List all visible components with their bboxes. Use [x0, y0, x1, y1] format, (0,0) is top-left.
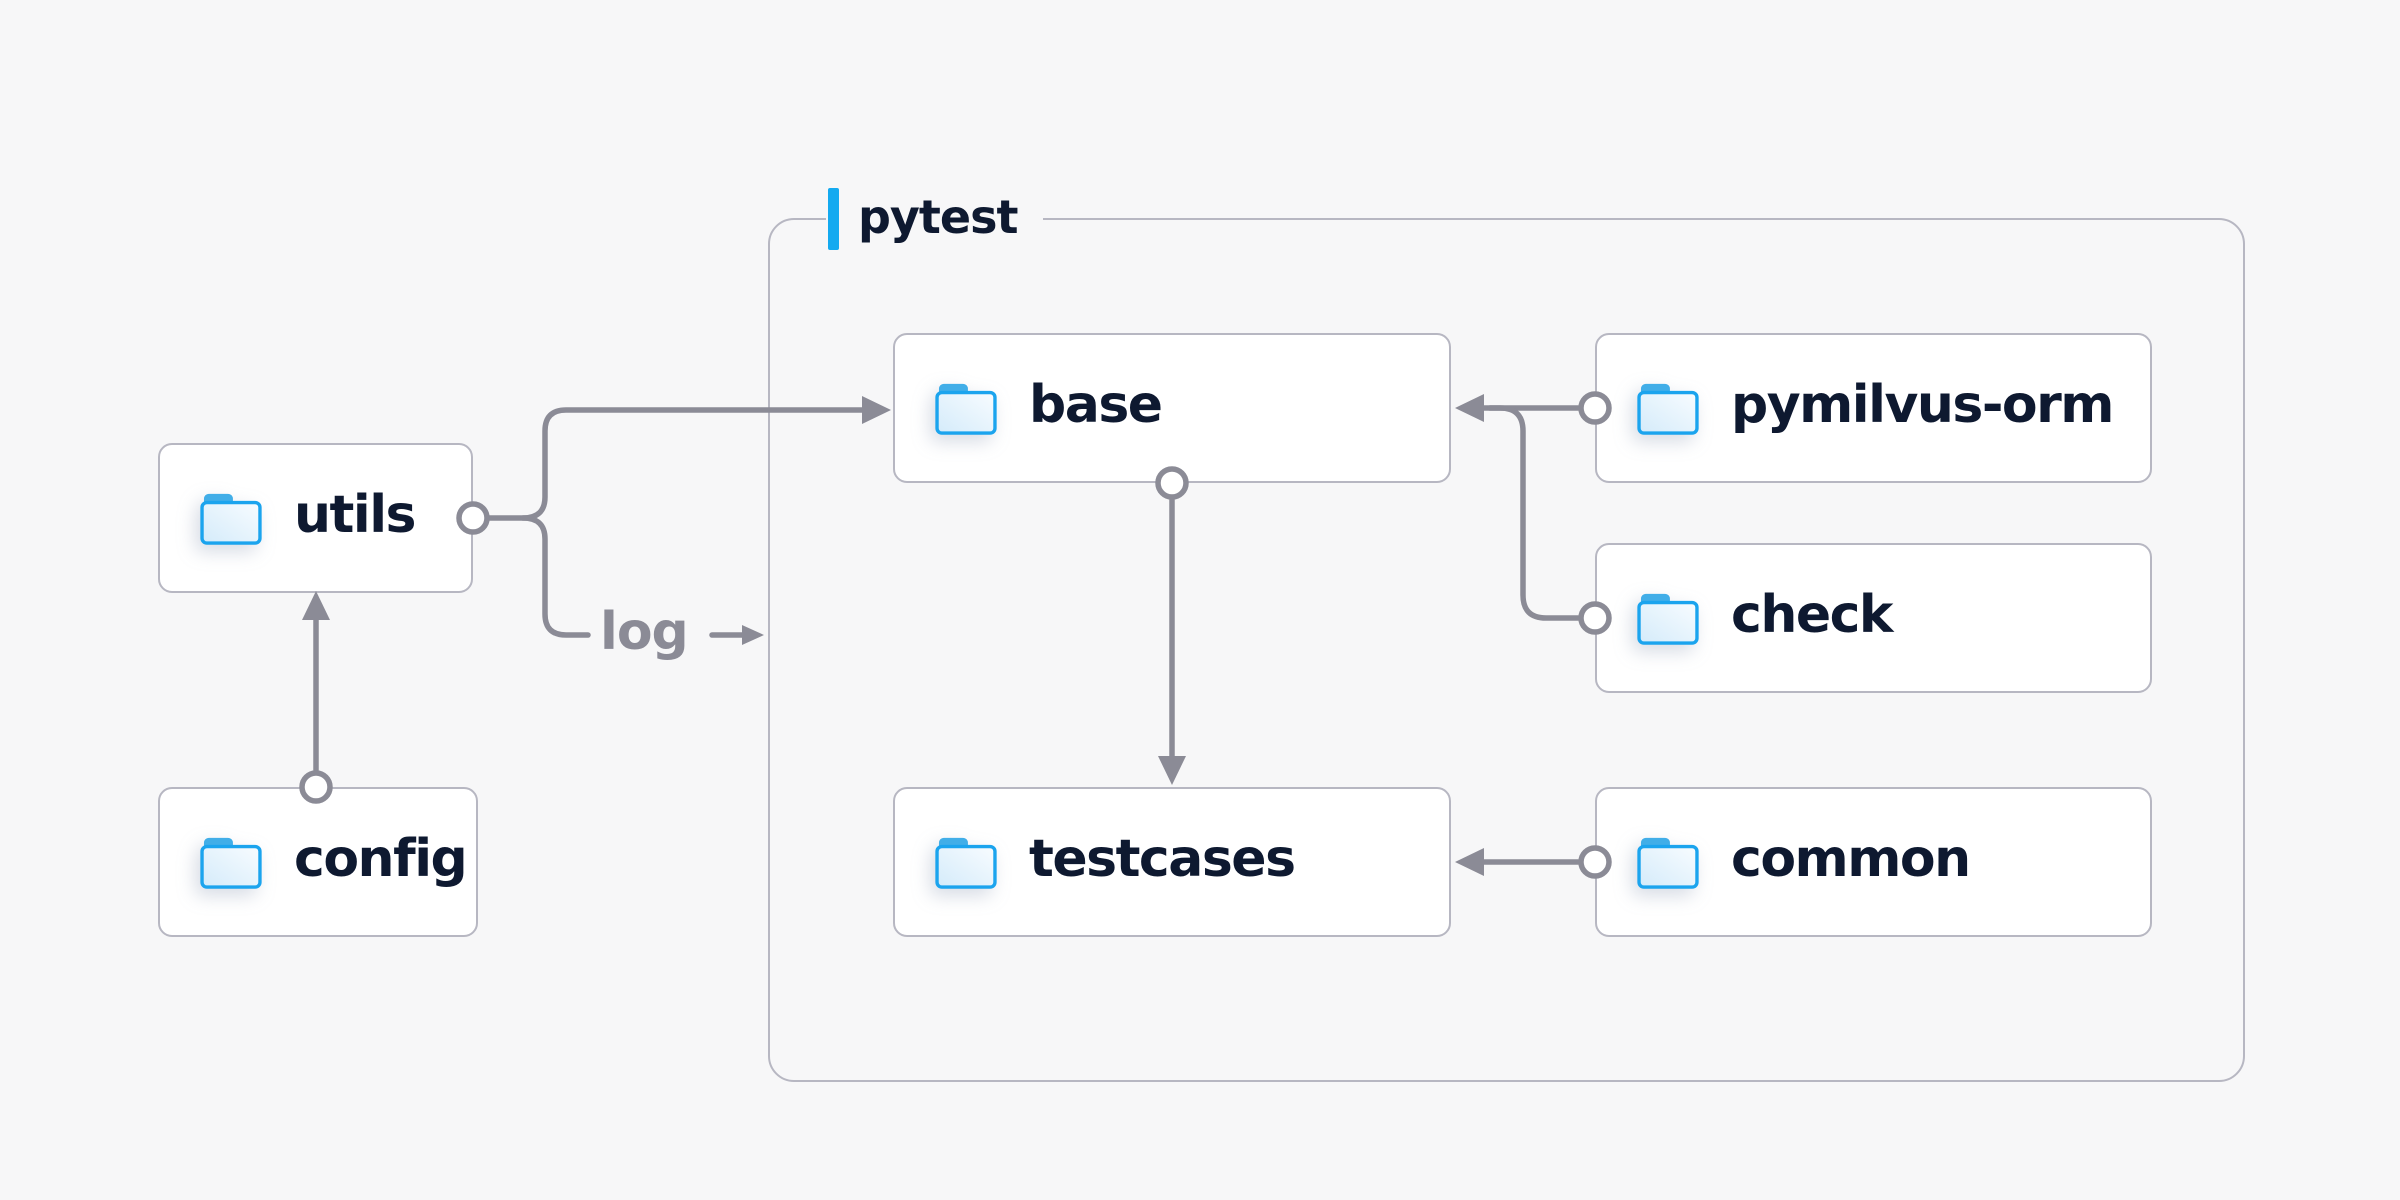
node-label: config: [294, 829, 468, 889]
node-testcases: testcases: [893, 787, 1451, 937]
node-common: common: [1595, 787, 2152, 937]
folder-icon: [935, 837, 997, 889]
pytest-label: pytest: [826, 184, 1044, 254]
node-label: check: [1731, 585, 1894, 645]
edge-utils-to-log: [520, 515, 591, 638]
folder-icon: [200, 493, 262, 545]
arrowhead-up-utils: [302, 591, 330, 620]
folder-icon: [1637, 837, 1699, 889]
node-base: base: [893, 333, 1451, 483]
folder-icon: [1637, 593, 1699, 645]
node-check: check: [1595, 543, 2152, 693]
log-edge-label: log: [600, 602, 689, 662]
node-label: base: [1029, 375, 1163, 435]
node-label: common: [1731, 829, 1971, 889]
blue-accent-bar: [828, 188, 839, 250]
pytest-label-text: pytest: [858, 190, 1018, 244]
right-arrow-icon: [742, 625, 764, 645]
node-pymilvus-orm: pymilvus-orm: [1595, 333, 2152, 483]
node-label: pymilvus-orm: [1731, 375, 2114, 435]
node-utils: utils: [158, 443, 473, 593]
pytest-container: pytest: [768, 184, 2245, 1082]
node-label: utils: [294, 485, 416, 545]
folder-icon: [1637, 383, 1699, 435]
folder-icon: [935, 383, 997, 435]
node-config: config: [158, 787, 478, 937]
node-label: testcases: [1029, 829, 1296, 889]
folder-icon: [200, 837, 262, 889]
